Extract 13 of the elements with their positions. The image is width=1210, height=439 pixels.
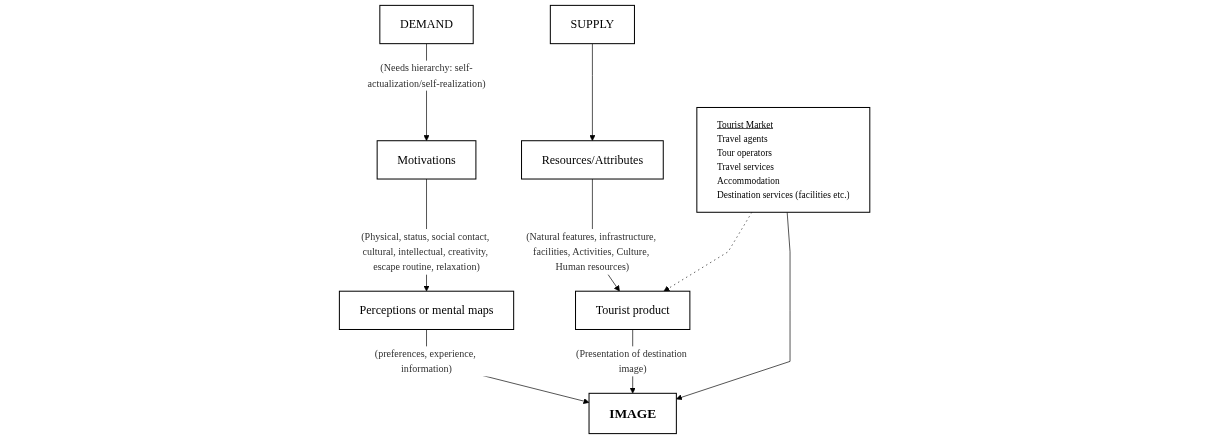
- node-box: IMAGE: [588, 392, 678, 435]
- node-box: SUPPLY: [550, 4, 636, 45]
- edge-label: (Needs hierarchy: self-actualization/self-realization): [367, 62, 486, 89]
- node-box: Resources/Attributes: [521, 140, 665, 180]
- edge-label: (preferences, experience, information): [375, 348, 477, 375]
- node-box: Tourist Market Travel agents Tour operators Travel services Accommodation Destination services (facilities etc.): [696, 106, 871, 213]
- edge-label: (Natural features, infrastructure, facilities, Activities, Culture, Human resources): [526, 231, 657, 273]
- node-box: Tourist product: [575, 290, 691, 330]
- node-box: Perceptions or mental maps: [339, 290, 515, 330]
- node-box: Motivations: [377, 140, 477, 180]
- node-box: DEMAND: [379, 4, 475, 45]
- edge-label: (Physical, status, social contact, cultural, intellectual, creativity, escape routine, relaxation): [361, 231, 490, 273]
- edge-label: (Presentation of destination image): [576, 348, 688, 375]
